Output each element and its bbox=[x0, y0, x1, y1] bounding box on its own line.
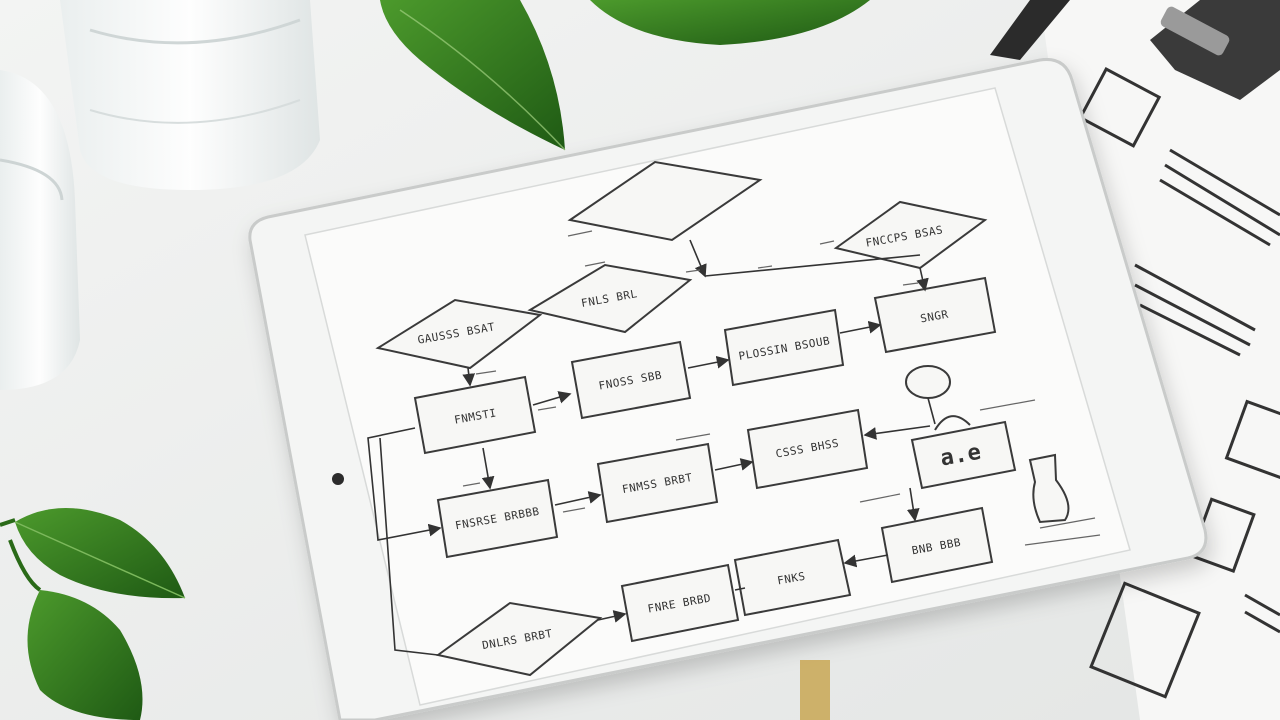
bottle-icon bbox=[1028, 453, 1070, 524]
flow-box-left bbox=[413, 375, 537, 455]
flowchart-connectors bbox=[367, 239, 936, 656]
flow-box-top-right bbox=[873, 276, 997, 354]
label-box-bottom-mid: FNKS bbox=[776, 570, 806, 588]
flow-diamond-left bbox=[375, 298, 543, 370]
flow-box-bottom-left bbox=[620, 563, 740, 643]
flow-device-box bbox=[910, 420, 1017, 490]
flow-diamond-top-right bbox=[833, 200, 988, 270]
leaf-top bbox=[380, 0, 566, 151]
bottom-object bbox=[800, 660, 830, 720]
clipboard-clip bbox=[990, 0, 1280, 100]
flow-box-center bbox=[746, 408, 869, 490]
flowchart: FNCCPS BSAS FNLS BRL GAUSSS BSAT SNGR PL… bbox=[375, 160, 1070, 677]
flow-device-handle bbox=[934, 415, 971, 431]
flow-box-mid bbox=[570, 340, 692, 420]
flow-box-fn-mid bbox=[596, 442, 719, 524]
flow-diamond-bottom bbox=[435, 601, 603, 677]
flow-diamond-mid bbox=[527, 263, 693, 334]
flow-box-lower-left bbox=[436, 478, 559, 559]
leaf-bottom-left bbox=[0, 507, 186, 720]
flow-parallelogram-top bbox=[567, 160, 763, 242]
screen-annotations bbox=[462, 230, 1101, 546]
flow-oval-small bbox=[905, 365, 951, 399]
tablet-camera bbox=[332, 473, 344, 485]
water-glass-left bbox=[0, 70, 80, 390]
flow-box-process bbox=[723, 308, 845, 387]
leaf-top-right bbox=[590, 0, 870, 45]
flow-box-bottom-mid bbox=[733, 538, 852, 617]
water-glass-top bbox=[60, 0, 320, 190]
flow-box-right-low bbox=[880, 506, 994, 584]
label-box-top-right: SNGR bbox=[919, 308, 949, 326]
